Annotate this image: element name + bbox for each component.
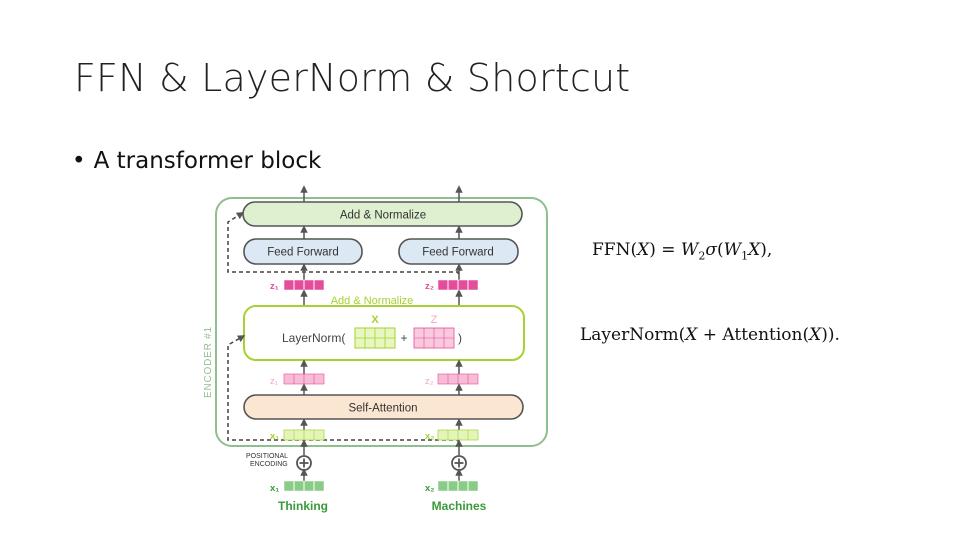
add-normalize-top-label: Add & Normalize bbox=[340, 210, 426, 222]
ln-plus: + bbox=[702, 325, 717, 345]
positional-encoding-label-2: ENCODING bbox=[250, 461, 288, 468]
z1-label-mid: z₁ bbox=[270, 376, 278, 387]
x2-label-inner: x₂ bbox=[425, 431, 435, 442]
ffn-tail: ), bbox=[760, 240, 773, 260]
x2-label-input: x₂ bbox=[425, 483, 435, 494]
layernorm-formula: LayerNorm(X + Attention(X)). bbox=[580, 325, 840, 345]
self-attention-label: Self-Attention bbox=[348, 403, 417, 415]
slide-title: FFN & LayerNorm & Shortcut bbox=[74, 56, 631, 100]
layernorm-plus: + bbox=[400, 331, 407, 345]
encoder-label: ENCODER #1 bbox=[203, 326, 214, 398]
positional-encoding-label-1: POSITIONAL bbox=[246, 453, 288, 460]
x2-vector-input bbox=[437, 480, 479, 492]
ffn-var-x2: X bbox=[748, 240, 761, 260]
ffn-var-w1: W bbox=[723, 240, 742, 260]
ffn-var-w2: W bbox=[680, 240, 699, 260]
ffn-fn-name: FFN bbox=[592, 240, 631, 260]
z2-label-top: z₂ bbox=[425, 281, 434, 292]
z1-label-top: z₁ bbox=[270, 281, 279, 292]
input-word-thinking: Thinking bbox=[278, 499, 328, 513]
layernorm-open: LayerNorm( bbox=[282, 331, 345, 345]
z1-vector-top bbox=[283, 279, 325, 291]
ffn-sigma: σ bbox=[705, 240, 718, 260]
ln-attention: Attention bbox=[722, 325, 803, 345]
bullet-text: A transformer block bbox=[93, 148, 322, 174]
z2-vector-mid bbox=[437, 373, 479, 385]
ln-var-x: X bbox=[685, 325, 698, 345]
z-matrix bbox=[413, 327, 455, 349]
self-attention-box bbox=[243, 394, 524, 420]
bullet-dot: • bbox=[72, 148, 86, 174]
x-matrix bbox=[354, 327, 396, 349]
ffn-var-x: X bbox=[637, 240, 650, 260]
positional-plus-icon-right bbox=[451, 455, 467, 471]
x1-vector-input bbox=[283, 480, 325, 492]
ln-fn-name: LayerNorm bbox=[580, 325, 679, 345]
z2-label-mid: z₂ bbox=[425, 376, 434, 387]
ffn-formula: FFN(X) = W2σ(W1X), bbox=[592, 240, 773, 263]
encoder-frame bbox=[215, 197, 548, 447]
ffn-sub-1: 1 bbox=[741, 249, 749, 263]
ln-tail: )). bbox=[821, 325, 840, 345]
ln-var-x2: X bbox=[809, 325, 822, 345]
positional-plus-icon-left bbox=[296, 455, 312, 471]
x-matrix-label: X bbox=[371, 314, 379, 326]
z2-vector-top bbox=[437, 279, 479, 291]
add-normalize-mid-label: Add & Normalize bbox=[331, 295, 414, 307]
layernorm-close: ) bbox=[458, 331, 462, 345]
z-matrix-label: Z bbox=[431, 314, 438, 326]
ffn-equals: = bbox=[661, 240, 676, 260]
ffn-shortcut-path bbox=[227, 212, 459, 274]
x1-label-input: x₁ bbox=[270, 483, 279, 494]
x2-vector-inner bbox=[437, 429, 479, 441]
ffn-sub-2: 2 bbox=[698, 249, 706, 263]
input-word-machines: Machines bbox=[432, 499, 487, 513]
feed-forward-label-1: Feed Forward bbox=[267, 247, 339, 259]
x1-label-inner: x₁ bbox=[270, 431, 279, 442]
x1-vector-inner bbox=[283, 429, 325, 441]
feed-forward-label-2: Feed Forward bbox=[422, 247, 494, 259]
z1-vector-mid bbox=[283, 373, 325, 385]
bullet-item: • A transformer block bbox=[72, 148, 321, 174]
